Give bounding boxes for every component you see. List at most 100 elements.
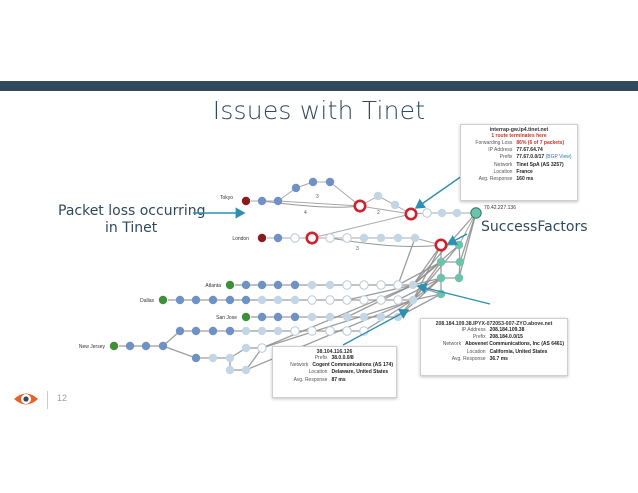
tinet-tooltip-subheader: 1 route terminates here: [491, 133, 547, 139]
hop-count-label: 3: [356, 246, 359, 252]
hop-node: [241, 326, 251, 336]
abovenet-hop-tooltip: 208.184.109.38.IPYX-072053-007-ZYO.above…: [420, 318, 568, 376]
hop-node: [393, 295, 403, 305]
hop-node: [452, 208, 462, 218]
source-node: [109, 340, 120, 351]
hop-node: [290, 326, 300, 336]
hop-node: [291, 183, 301, 193]
path-edge: [397, 237, 416, 286]
hop-node: [257, 295, 267, 305]
destination-node: [470, 207, 482, 219]
hop-node: [376, 280, 386, 290]
hop-node: [273, 326, 283, 336]
pointer-arrow: [416, 282, 491, 305]
top-accent-bar: [0, 81, 638, 91]
hop-node: [273, 280, 283, 290]
loss-node: [434, 238, 448, 252]
source-label: Tokyo: [220, 195, 233, 201]
tinet-hop-tooltip: interrap-gw.ip4.tinet.net 1 route termin…: [460, 124, 578, 201]
hop-node: [290, 295, 300, 305]
loss-node: [404, 207, 418, 221]
hop-node: [290, 312, 300, 322]
hop-node: [325, 295, 335, 305]
packet-loss-label-line2: in Tinet: [105, 220, 158, 236]
path-edge: [261, 284, 414, 349]
hop-node: [342, 312, 352, 322]
path-edge: [261, 299, 414, 349]
hop-node: [376, 233, 386, 243]
hop-node: [208, 295, 218, 305]
hop-node: [290, 233, 300, 243]
hop-node: [257, 312, 267, 322]
path-edge: [359, 205, 412, 215]
hop-node: [393, 233, 403, 243]
hop-node: [241, 295, 251, 305]
hop-node: [273, 233, 283, 243]
page-number: 12: [57, 393, 68, 403]
hop-node: [175, 326, 185, 336]
hop-node: [307, 295, 317, 305]
hop-node: [325, 326, 335, 336]
hop-node: [241, 365, 251, 375]
hop-node: [308, 177, 318, 187]
destination-ip-label: 70.42.227.136: [484, 205, 516, 211]
hop-node: [225, 326, 235, 336]
hop-node: [191, 353, 201, 363]
hop-node: [257, 326, 267, 336]
hop-node: [175, 295, 185, 305]
bgp-view-link[interactable]: (BGP View): [545, 154, 572, 161]
source-label: London: [232, 236, 249, 242]
abovenet-tooltip-header: 208.184.109.38.IPYX-072053-007-ZYO.above…: [435, 321, 553, 327]
hop-node: [454, 240, 464, 250]
hop-node: [241, 343, 251, 353]
hop-node: [257, 343, 267, 353]
path-edge: [397, 261, 442, 286]
slide-title: Issues with Tinet: [212, 96, 426, 125]
hop-node: [410, 233, 420, 243]
hop-count-label: 2: [377, 210, 380, 216]
source-node: [240, 311, 251, 322]
hop-node: [307, 326, 317, 336]
footer-divider: [47, 391, 48, 409]
loss-node: [305, 231, 319, 245]
hop-node: [273, 196, 283, 206]
source-label: Atlanta: [205, 283, 221, 289]
hop-count-label: 3: [316, 194, 319, 200]
hop-node: [390, 200, 400, 210]
hop-node: [225, 295, 235, 305]
hop-node: [342, 233, 352, 243]
hop-node: [376, 312, 386, 322]
hop-node: [208, 326, 218, 336]
hop-node: [191, 326, 201, 336]
hop-node: [325, 280, 335, 290]
hop-node: [307, 312, 317, 322]
hop-node: [455, 257, 465, 267]
hop-node: [325, 312, 335, 322]
source-node: [256, 232, 267, 243]
loss-node: [353, 199, 367, 213]
hop-node: [141, 341, 151, 351]
hop-node: [273, 295, 283, 305]
packet-loss-label-line1: Packet loss occurring: [58, 203, 206, 219]
path-edge: [458, 212, 477, 246]
pointer-arrow: [446, 233, 468, 246]
path-edge: [162, 345, 197, 359]
source-node: [157, 294, 168, 305]
hop-node: [422, 208, 432, 218]
pointer-arrow: [342, 309, 410, 346]
hop-node: [359, 280, 369, 290]
hop-node: [325, 177, 335, 187]
path-edge: [277, 200, 361, 207]
hop-node: [273, 312, 283, 322]
